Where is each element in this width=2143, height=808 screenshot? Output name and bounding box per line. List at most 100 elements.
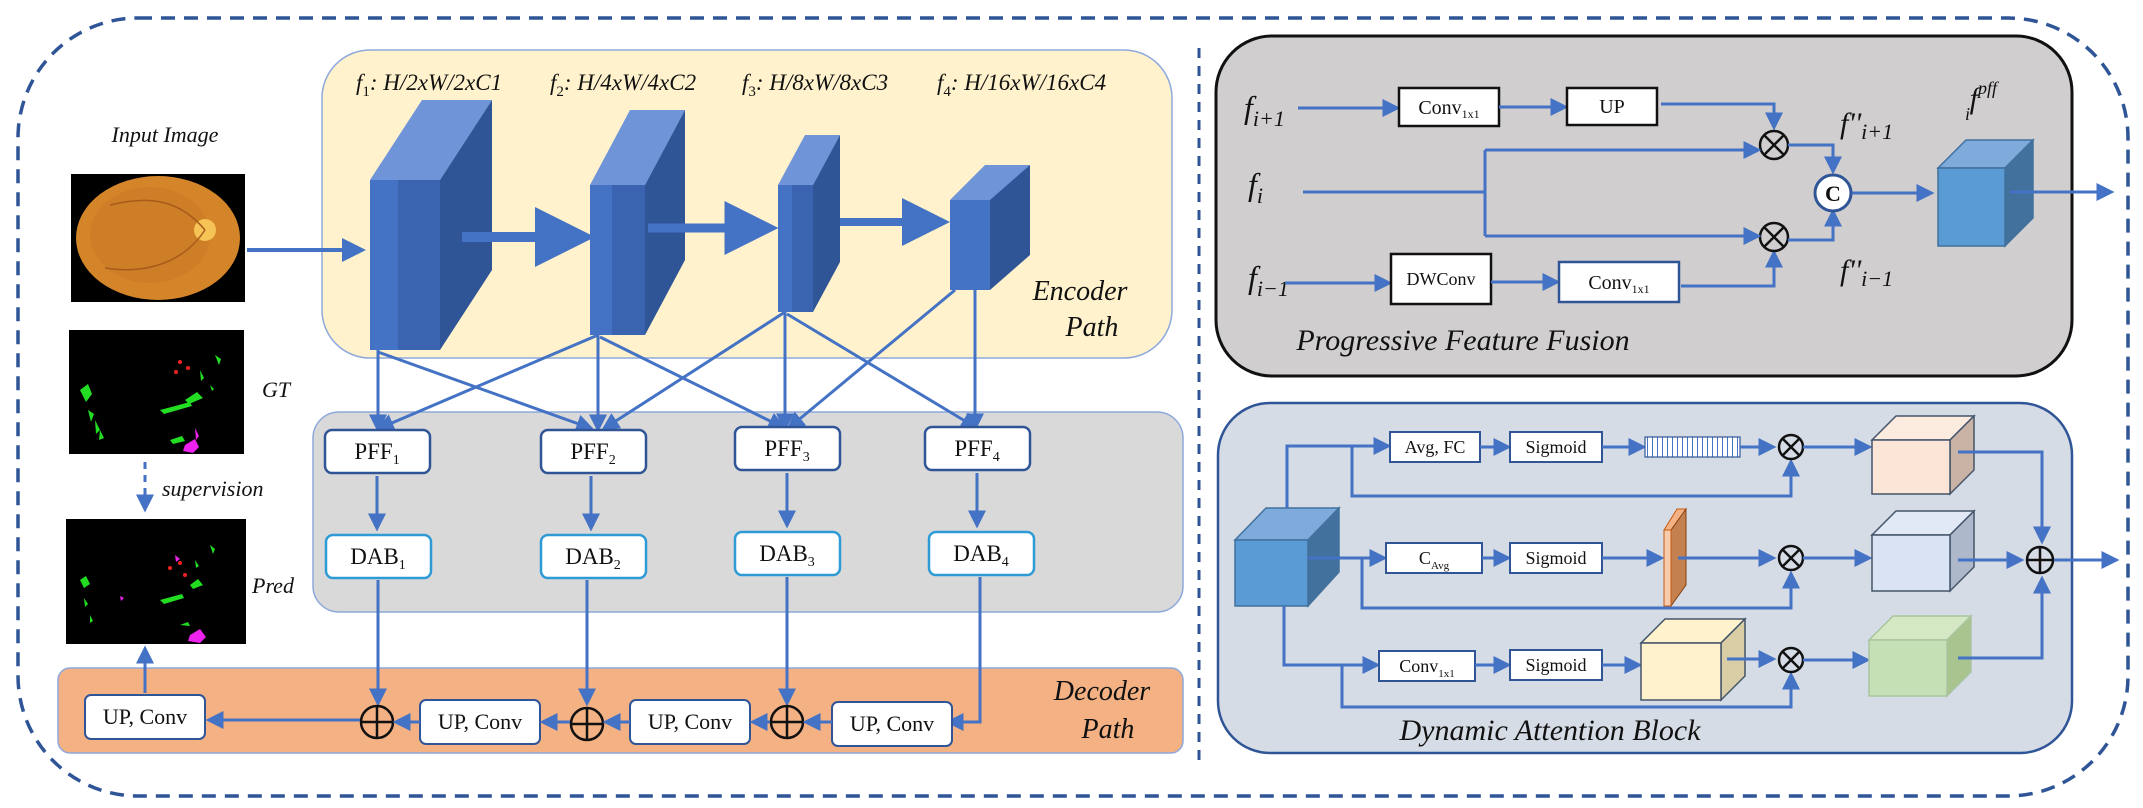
svg-text:PFF4: PFF4: [954, 436, 999, 465]
add-circle-3: [769, 704, 805, 740]
pff-mult-bottom-to-concat: [1788, 208, 1842, 242]
prediction-mask: [66, 519, 246, 644]
pff-mult-top-to-concat: [1788, 143, 1842, 175]
svg-text:DAB3: DAB3: [759, 541, 815, 570]
pff-arrow-conv-mult: [1681, 249, 1783, 288]
svg-text:UP: UP: [1599, 96, 1625, 118]
input-image-label: Input Image: [111, 122, 219, 147]
dab-sigmoid-box-1: Sigmoid: [1509, 431, 1603, 463]
svg-text:C: C: [1825, 181, 1841, 206]
svg-text:DAB2: DAB2: [565, 544, 621, 573]
pff-mult-top-real: [1758, 129, 1790, 161]
f1-label: f1: H/2xW/2xC1: [356, 70, 502, 100]
svg-text:Conv1x1: Conv1x1: [1418, 97, 1479, 121]
dab-out-cube-3: [1867, 614, 1973, 698]
dab4-to-upconv: [945, 577, 982, 731]
svg-text:UP, Conv: UP, Conv: [850, 711, 934, 736]
supervision-label: supervision: [162, 476, 263, 501]
pff-up-box: UP: [1565, 86, 1659, 127]
f3-label: f3: H/8xW/8xC3: [742, 70, 888, 100]
decoder-panel: [57, 667, 1184, 754]
dab-input-cube: [1233, 506, 1341, 608]
svg-text:DAB4: DAB4: [953, 541, 1009, 570]
pff-panel-title: Progressive Feature Fusion: [1295, 324, 1629, 357]
input-fundus-image: [71, 174, 245, 302]
pred-label: Pred: [251, 573, 295, 598]
dab-box-2: DAB2: [539, 533, 648, 580]
svg-text:Sigmoid: Sigmoid: [1525, 655, 1586, 675]
encoder-feature-f4: [950, 165, 1030, 290]
encoder-to-pff-connections: [369, 288, 984, 433]
dab-box-1: DAB1: [324, 533, 433, 580]
svg-text:DWConv: DWConv: [1407, 269, 1476, 289]
pff-output-cube: [1936, 138, 2035, 248]
svg-text:PFF2: PFF2: [570, 439, 615, 468]
svg-text:Conv1x1: Conv1x1: [1399, 656, 1455, 680]
pff-box-2: PFF2: [539, 428, 648, 475]
dab-out-cube-1: [1870, 414, 1976, 496]
dab-avgfc-box: Avg, FC: [1389, 431, 1481, 463]
dab-sigmoid-box-3: Sigmoid: [1509, 649, 1603, 681]
decoder-label-line2: Path: [1081, 714, 1135, 745]
dab-r1-skip: [1350, 446, 1800, 498]
input-f-i-plus-1: fi+1: [1244, 89, 1285, 131]
decoder-upconv-3: UP, Conv: [629, 699, 751, 745]
pff-box-3: PFF3: [733, 425, 842, 472]
f-double-prime-down-label: f''i−1: [1840, 254, 1893, 291]
f4-label: f4: H/16xW/16xC4: [937, 70, 1106, 100]
dab-r1-to-avgfc: [1285, 437, 1392, 508]
dab-mult-3: [1777, 646, 1805, 674]
svg-text:UP, Conv: UP, Conv: [103, 704, 187, 729]
f2-label: f2: H/4xW/4xC2: [550, 70, 696, 100]
channel-attention-vector: [1644, 436, 1741, 458]
pff-conv1x1-bottom: Conv1x1: [1557, 260, 1681, 304]
dab-mult-1: [1777, 433, 1805, 461]
outer-dashed-border: [16, 16, 2130, 798]
dab-mult-2: [1777, 544, 1805, 572]
encoder-feature-f2: [590, 110, 685, 335]
dab-out-cube-2: [1870, 509, 1976, 593]
dab-r3-skip: [1340, 665, 1800, 709]
encoder-label-line1: Encoder: [1032, 276, 1128, 307]
pff-box-4: PFF4: [923, 425, 1032, 472]
dab-out1-to-sum: [1958, 450, 2051, 545]
dab-panel-title: Dynamic Attention Block: [1398, 714, 1701, 747]
svg-text:DAB1: DAB1: [350, 544, 406, 573]
svg-text:PFF1: PFF1: [354, 439, 399, 468]
encoder-label-line2: Path: [1065, 312, 1119, 343]
svg-text:Sigmoid: Sigmoid: [1525, 548, 1586, 568]
encoder-feature-labels: f1: H/2xW/2xC1 f2: H/4xW/4xC2 f3: H/8xW/…: [356, 70, 1106, 100]
encoder-feature-f3: [778, 135, 840, 312]
pff-concat-circle: C: [1813, 173, 1853, 213]
pff-box-1: PFF1: [323, 428, 432, 475]
dab-cavg-box: CAvg: [1385, 542, 1483, 574]
encoder-feature-f1: [370, 100, 492, 350]
svg-text:UP, Conv: UP, Conv: [438, 709, 522, 734]
add-circle-2: [569, 706, 605, 742]
svg-text:CAvg: CAvg: [1419, 548, 1450, 572]
ground-truth-mask: [69, 330, 244, 454]
dab-out3-to-sum: [1958, 575, 2051, 660]
decoder-upconv-2: UP, Conv: [419, 699, 541, 745]
dab-conv1x1-box: Conv1x1: [1378, 650, 1476, 682]
dab-sum-circle: [2025, 545, 2055, 575]
svg-text:PFF3: PFF3: [764, 436, 809, 465]
decoder-label-line1: Decoder: [1053, 676, 1151, 707]
pff-arrow-up-mult: [1661, 102, 1783, 131]
dab-box-4: DAB4: [927, 530, 1036, 577]
dab-r3-to-conv: [1282, 606, 1381, 674]
decoder-upconv-4: UP, Conv: [831, 701, 953, 747]
gt-label: GT: [262, 377, 292, 402]
svg-text:Conv1x1: Conv1x1: [1588, 272, 1649, 296]
f-double-prime-up-label: f''i+1: [1840, 107, 1893, 144]
svg-text:Sigmoid: Sigmoid: [1525, 437, 1586, 457]
dab-box-3: DAB3: [733, 530, 842, 577]
pff-conv1x1-top: Conv1x1: [1397, 86, 1501, 128]
dab-sigmoid-box-2: Sigmoid: [1509, 542, 1603, 574]
dab-spatial-cube: [1639, 617, 1747, 702]
svg-text:Avg, FC: Avg, FC: [1405, 437, 1466, 457]
pff-dwconv-box: DWConv: [1389, 252, 1493, 306]
pff-mult-bottom-real: [1758, 221, 1790, 253]
decoder-upconv-1: UP, Conv: [84, 694, 206, 740]
